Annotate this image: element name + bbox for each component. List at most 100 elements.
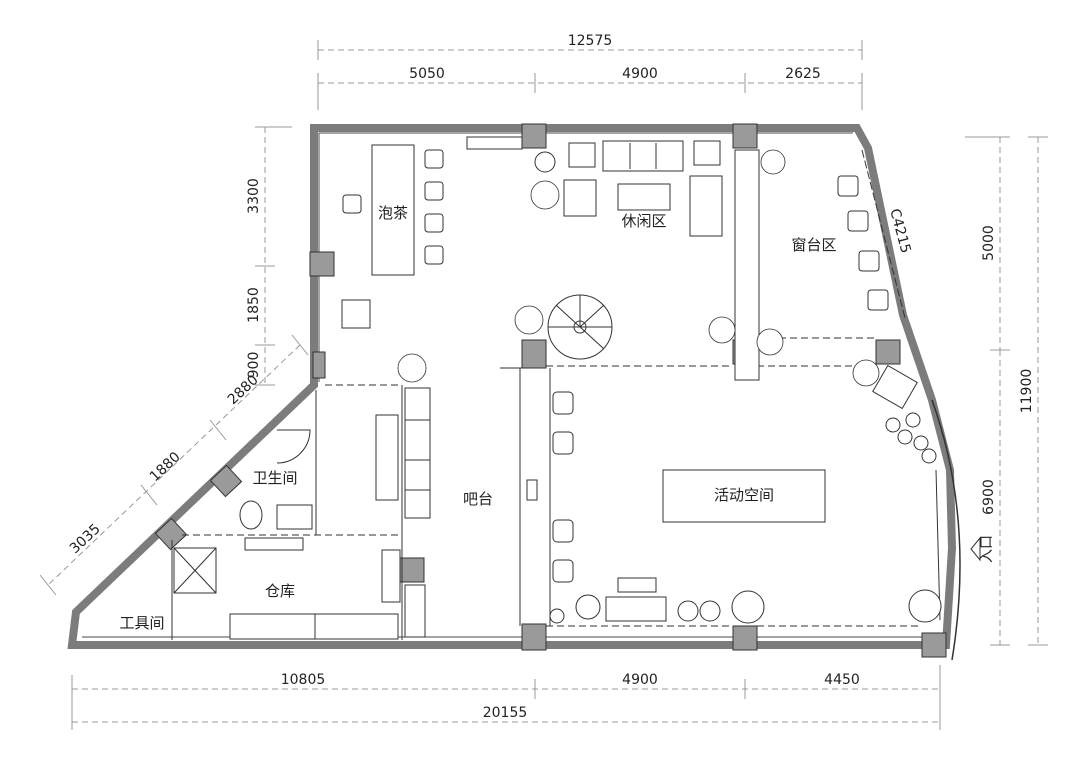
round-table	[731, 590, 765, 624]
dim-top-1: 5050	[409, 66, 445, 82]
counter	[404, 387, 431, 519]
stool	[897, 429, 913, 445]
stool	[534, 151, 556, 173]
activity-stage	[662, 469, 826, 523]
room-label-activity: 活动空间	[714, 486, 774, 504]
storage-furniture	[173, 547, 399, 640]
bar-stool	[552, 559, 574, 583]
dim-left-2: 1850	[246, 287, 262, 323]
bar-stool	[552, 391, 574, 415]
round-table	[908, 589, 942, 623]
dim-right-total: 11900	[1019, 369, 1035, 414]
plant-icon	[756, 328, 784, 356]
column	[309, 251, 335, 277]
dim-bottom-1: 10805	[281, 672, 326, 688]
plant-icon	[514, 305, 544, 335]
plant-icon	[760, 149, 786, 175]
column	[399, 557, 425, 583]
stool	[549, 608, 565, 624]
bar-stool	[552, 431, 574, 455]
room-label-tools: 工具间	[119, 614, 164, 632]
dimension-lines	[39, 40, 1048, 730]
activity-furniture	[575, 469, 942, 624]
dim-diag-2: 1880	[147, 449, 184, 485]
side-table	[341, 299, 371, 329]
sofa	[602, 140, 684, 172]
room-label-window-area: 窗台区	[791, 236, 836, 254]
dim-top-2: 4900	[622, 66, 658, 82]
column	[521, 123, 547, 149]
side-table	[693, 140, 721, 166]
dim-bottom-2: 4900	[622, 672, 658, 688]
entrance-marker: 入口	[970, 535, 995, 563]
column	[521, 339, 547, 369]
dim-top-3: 2625	[785, 66, 821, 82]
stool	[885, 417, 901, 433]
dim-left-3: 900	[246, 352, 262, 379]
plant-icon	[708, 316, 736, 344]
room-label-storage: 仓库	[265, 582, 295, 600]
armchair	[689, 175, 723, 237]
column	[521, 623, 547, 651]
window-area-furniture	[837, 175, 937, 464]
dim-top-total: 12575	[568, 33, 613, 49]
room-label-lounge: 休闲区	[621, 212, 666, 230]
columns	[154, 123, 947, 658]
chair	[858, 250, 880, 272]
bar-furniture	[375, 387, 574, 638]
chair	[867, 289, 889, 311]
chair	[424, 149, 444, 169]
dim-right-2: 6900	[981, 479, 997, 515]
lounge-chair	[872, 364, 918, 410]
column	[875, 339, 901, 365]
chair	[424, 213, 444, 233]
cabinet	[375, 414, 399, 501]
shelf	[466, 136, 523, 150]
column	[209, 464, 243, 498]
chair	[342, 194, 362, 214]
right-window	[861, 149, 961, 661]
toilet	[239, 500, 263, 530]
stool	[913, 435, 929, 451]
coffee-table	[617, 183, 671, 211]
stool	[575, 594, 601, 620]
partitions	[171, 337, 922, 640]
lounge-furniture	[534, 140, 760, 381]
spiral-stair	[547, 294, 613, 360]
bar-stool	[552, 519, 574, 543]
washbasin	[276, 504, 313, 530]
room-label-tea: 泡茶	[378, 204, 408, 222]
plant-icon	[530, 180, 560, 210]
long-bench	[734, 149, 760, 381]
dim-right-1: 5000	[981, 225, 997, 261]
plant-icon	[397, 353, 427, 383]
outer-walls	[67, 124, 957, 649]
chair	[837, 175, 859, 197]
chair	[424, 245, 444, 265]
dim-left-1: 3300	[246, 178, 262, 214]
room-label-bar: 吧台	[463, 490, 493, 508]
piano-bench	[617, 577, 657, 593]
plant-icon	[852, 359, 880, 387]
column	[154, 517, 188, 551]
cabinet	[381, 549, 401, 603]
column	[732, 625, 758, 651]
restroom-furniture	[239, 429, 313, 551]
column	[732, 123, 758, 149]
tea-area-furniture	[341, 136, 523, 329]
entrance-arrow-icon	[970, 536, 981, 562]
dim-diag-3: 3035	[67, 521, 104, 557]
storage-shelf	[229, 613, 399, 640]
room-label-restroom: 卫生间	[252, 469, 297, 487]
counter	[404, 584, 426, 638]
tea-table	[371, 144, 415, 276]
dim-bottom-total: 20155	[483, 705, 528, 721]
counter	[244, 537, 304, 551]
chair	[847, 210, 869, 232]
dim-bottom-3: 4450	[824, 672, 860, 688]
stool	[921, 448, 937, 464]
plants	[397, 149, 880, 387]
piano	[605, 596, 667, 622]
entrance-label: 入口	[979, 535, 995, 563]
